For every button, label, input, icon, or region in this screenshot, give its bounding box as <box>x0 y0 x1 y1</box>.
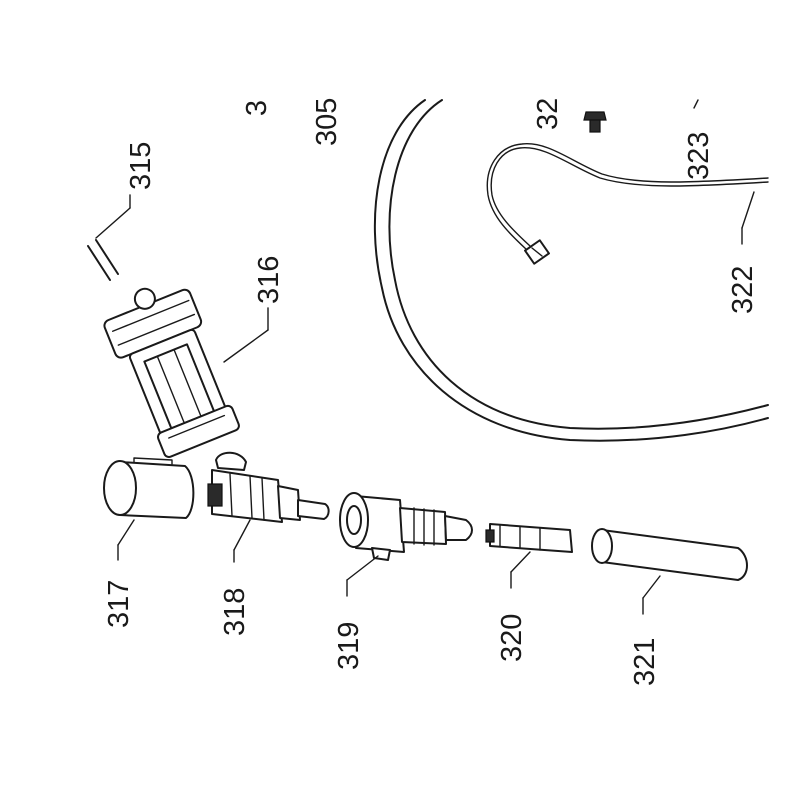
cable-loop <box>373 99 769 442</box>
label-318: 318 <box>219 588 251 636</box>
leader-lines <box>95 99 755 615</box>
label-315: 315 <box>125 142 157 190</box>
part-318-plug <box>207 451 330 523</box>
part-320-insert <box>485 523 573 553</box>
part-319-nut <box>339 492 473 561</box>
part-labels: 3 305 32 315 316 317 318 319 320 321 322… <box>103 98 759 686</box>
label-319: 319 <box>333 622 365 670</box>
label-317: 317 <box>103 580 135 628</box>
part-316-connector-housing <box>103 287 240 458</box>
label-320: 320 <box>496 614 528 662</box>
wire-harness-322 <box>486 143 769 265</box>
part-317-sleeve <box>103 457 195 519</box>
label-316: 316 <box>253 256 285 304</box>
label-321: 321 <box>629 638 661 686</box>
part-315-rod <box>87 239 119 281</box>
label-32: 32 <box>532 98 564 130</box>
screw-32 <box>583 111 607 133</box>
label-3: 3 <box>241 100 273 116</box>
part-321-tube <box>591 528 748 581</box>
label-305: 305 <box>311 98 343 146</box>
label-322: 322 <box>727 266 759 314</box>
label-323: 323 <box>683 132 715 180</box>
